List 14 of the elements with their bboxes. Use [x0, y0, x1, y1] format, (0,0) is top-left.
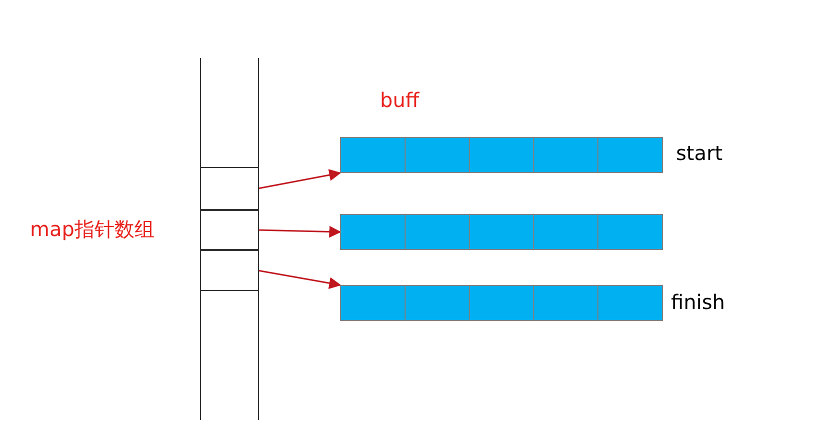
map-slot: [201, 210, 258, 250]
buffer-bar: [340, 285, 663, 321]
node-caption: finish: [671, 292, 725, 312]
buffer-label: buff: [380, 90, 420, 110]
arrow: [258, 270, 342, 290]
map-slot: [201, 167, 258, 210]
arrow: [258, 169, 342, 190]
buffer-bar: [340, 214, 663, 250]
arrow: [258, 226, 342, 238]
buffer-bar: [340, 137, 663, 173]
node-caption: map指针数组: [30, 219, 154, 239]
map-slot: [201, 250, 258, 291]
map-array-column: [200, 58, 259, 420]
node-caption: start: [676, 143, 723, 163]
